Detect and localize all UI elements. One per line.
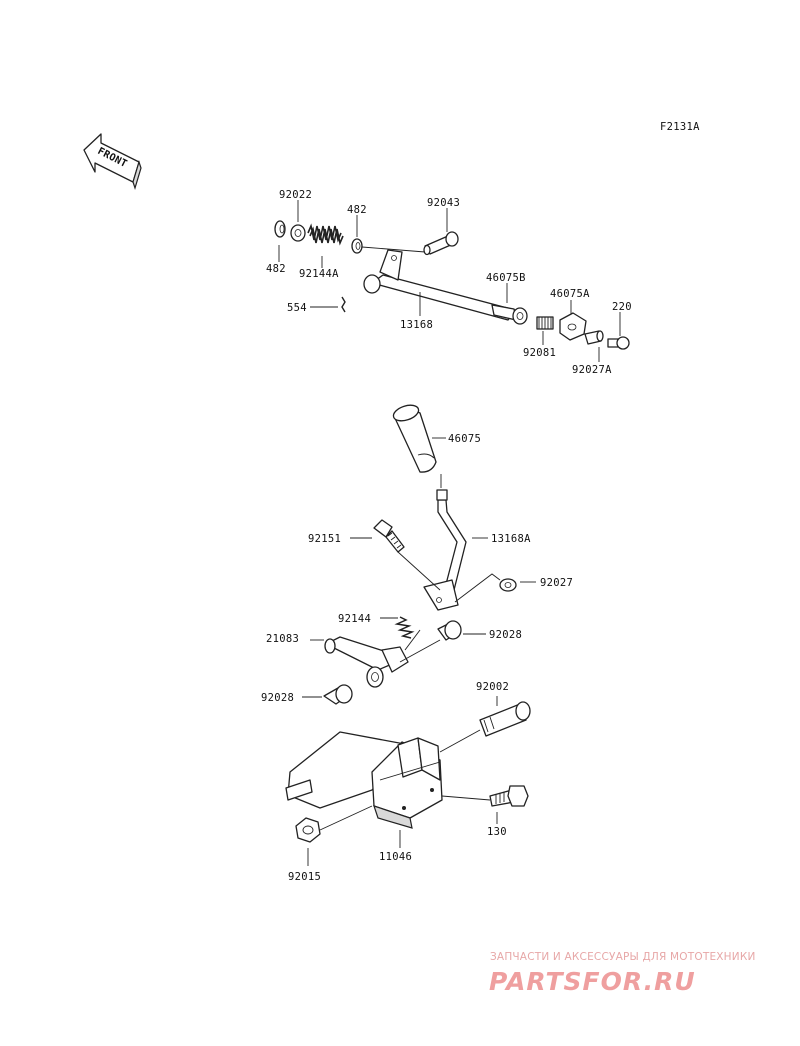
label-92028-right: 92028 [489, 629, 522, 641]
watermark-tagline: ЗАПЧАСТИ И АКСЕССУАРЫ ДЛЯ МОТОТЕХНИКИ [490, 951, 756, 963]
label-92027A: 92027A [572, 364, 612, 376]
spring-92144A [307, 223, 344, 246]
bracket-11046 [285, 731, 443, 829]
washer-92022 [290, 224, 306, 242]
spring-92144 [394, 616, 415, 639]
label-554: 554 [287, 302, 307, 314]
label-92027: 92027 [540, 577, 573, 589]
diagram-code: F2131A [660, 121, 700, 133]
linkage-assembly [302, 616, 486, 705]
collar-92027A [584, 330, 604, 345]
bolt-130 [489, 785, 529, 807]
knob-46075A [559, 312, 587, 341]
label-92081: 92081 [523, 347, 556, 359]
label-92022: 92022 [279, 189, 312, 201]
grip-46075 [392, 404, 437, 473]
front-arrow-icon: FRONT [83, 133, 142, 190]
label-220: 220 [612, 301, 632, 313]
label-46075B: 46075B [486, 272, 526, 284]
spring-92081 [536, 316, 554, 330]
arm-21083 [324, 636, 409, 688]
snap-ring-482-right [351, 238, 363, 254]
label-46075A: 46075A [550, 288, 590, 300]
label-92144: 92144 [338, 613, 371, 625]
watermark: ЗАПЧАСТИ И АКСЕССУАРЫ ДЛЯ МОТОТЕХНИКИ PA… [489, 951, 756, 996]
snap-ring-482-left [274, 220, 286, 238]
bushing-92028-right [437, 620, 462, 641]
bolt-92151 [373, 519, 405, 553]
label-482-right: 482 [347, 204, 367, 216]
part-labels: 92022 482 92043 482 92144A 46075B 46075A… [261, 189, 632, 883]
watermark-logo: PARTSFOR.RU [489, 967, 696, 996]
label-11046: 11046 [379, 851, 412, 863]
label-482-left: 482 [266, 263, 286, 275]
label-13168A: 13168A [491, 533, 531, 545]
label-46075: 46075 [448, 433, 481, 445]
collar-92027 [499, 578, 517, 592]
bolt-92002 [479, 701, 531, 737]
lever-13168A [423, 489, 467, 611]
label-92144A: 92144A [299, 268, 339, 280]
upper-shift-shaft-assembly [274, 200, 630, 362]
label-92028-left: 92028 [261, 692, 294, 704]
label-92151: 92151 [308, 533, 341, 545]
cotter-pin-554 [341, 296, 346, 313]
label-21083: 21083 [266, 633, 299, 645]
label-92002: 92002 [476, 681, 509, 693]
pin-92043 [423, 231, 459, 256]
nut-92015 [295, 817, 321, 843]
bushing-46075B [491, 304, 528, 325]
label-92015: 92015 [288, 871, 321, 883]
lower-bracket-assembly [285, 696, 531, 866]
label-92043: 92043 [427, 197, 460, 209]
bolt-220 [607, 336, 630, 350]
label-13168: 13168 [400, 319, 433, 331]
bushing-92028-left [323, 684, 353, 705]
shift-lever-assembly [350, 404, 536, 611]
label-130: 130 [487, 826, 507, 838]
